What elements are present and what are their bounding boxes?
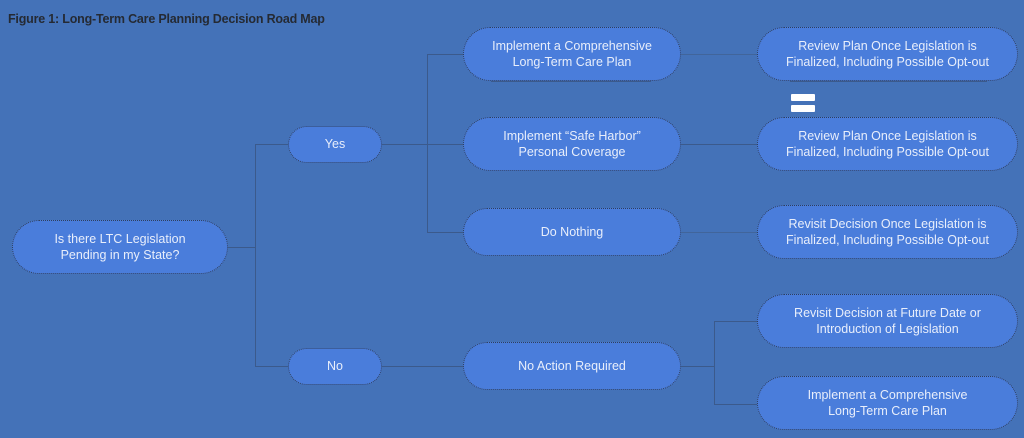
node-action-2-line1: Implement “Safe Harbor” bbox=[503, 128, 641, 143]
node-action-implement-safe-harbor[interactable]: Implement “Safe Harbor” Personal Coverag… bbox=[463, 117, 681, 171]
node-outcome-4-line1: Revisit Decision at Future Date or bbox=[794, 305, 981, 320]
node-action-do-nothing[interactable]: Do Nothing bbox=[463, 208, 681, 256]
node-action-2-line2: Personal Coverage bbox=[518, 145, 626, 159]
node-root-line1: Is there LTC Legislation bbox=[54, 231, 186, 246]
node-outcome-3-line1: Revisit Decision Once Legislation is bbox=[788, 216, 987, 231]
node-outcome-2-line1: Review Plan Once Legislation is bbox=[798, 128, 977, 143]
node-action-1-line2: Long-Term Care Plan bbox=[512, 55, 632, 69]
connector-action2-to-outcome2 bbox=[681, 144, 763, 145]
node-root-line2: Pending in my State? bbox=[60, 248, 180, 262]
connector-trunk-main bbox=[255, 144, 256, 367]
connector-yes-to-child-2 bbox=[427, 144, 463, 145]
connector-yes-to-child-1 bbox=[427, 54, 463, 55]
node-action-no-action-required[interactable]: No Action Required bbox=[463, 342, 681, 390]
node-outcome-5-line2: Long-Term Care Plan bbox=[828, 404, 947, 418]
node-outcome-review-plan-2[interactable]: Review Plan Once Legislation is Finalize… bbox=[757, 117, 1018, 171]
underline-artifact-outcome1 bbox=[790, 81, 987, 82]
node-root-question[interactable]: Is there LTC Legislation Pending in my S… bbox=[12, 220, 228, 274]
equals-bar-bottom bbox=[791, 105, 815, 112]
equals-bar-top bbox=[791, 94, 815, 101]
connector-trunk-yes bbox=[427, 54, 428, 233]
page-title: Figure 1: Long-Term Care Planning Decisi… bbox=[8, 12, 325, 26]
node-outcome-review-plan-1[interactable]: Review Plan Once Legislation is Finalize… bbox=[757, 27, 1018, 81]
connector-noaction-to-outcome5 bbox=[714, 404, 759, 405]
connector-yes-out bbox=[382, 144, 428, 145]
connector-trunk-noaction bbox=[714, 321, 715, 405]
connector-root-out bbox=[228, 247, 256, 248]
node-outcome-4-line2: Introduction of Legislation bbox=[816, 322, 959, 336]
connector-trunk-to-yes bbox=[255, 144, 288, 145]
node-action-implement-comprehensive-plan[interactable]: Implement a Comprehensive Long-Term Care… bbox=[463, 27, 681, 81]
underline-artifact-action1 bbox=[491, 81, 651, 82]
connector-action3-to-outcome3 bbox=[678, 232, 760, 233]
connector-trunk-to-no bbox=[255, 366, 288, 367]
node-branch-yes[interactable]: Yes bbox=[288, 126, 382, 163]
node-outcome-5-line1: Implement a Comprehensive bbox=[807, 387, 968, 402]
node-outcome-revisit-future-date[interactable]: Revisit Decision at Future Date or Intro… bbox=[757, 294, 1018, 348]
connector-no-out bbox=[382, 366, 464, 367]
node-branch-no[interactable]: No bbox=[288, 348, 382, 385]
connector-yes-to-child-3 bbox=[427, 232, 463, 233]
node-action-1-line1: Implement a Comprehensive bbox=[492, 38, 652, 53]
connector-action1-to-outcome1 bbox=[664, 54, 760, 55]
connector-noaction-out bbox=[680, 366, 715, 367]
node-outcome-3-line2: Finalized, Including Possible Opt-out bbox=[786, 233, 989, 247]
connector-noaction-to-outcome4 bbox=[714, 321, 759, 322]
equals-sign-icon bbox=[791, 94, 815, 113]
node-outcome-1-line2: Finalized, Including Possible Opt-out bbox=[786, 55, 989, 69]
node-branch-yes-label: Yes bbox=[324, 137, 346, 152]
node-outcome-1-line1: Review Plan Once Legislation is bbox=[798, 38, 977, 53]
node-action-4-label: No Action Required bbox=[518, 358, 626, 373]
node-outcome-implement-comprehensive-plan[interactable]: Implement a Comprehensive Long-Term Care… bbox=[757, 376, 1018, 430]
node-outcome-revisit-once-finalized[interactable]: Revisit Decision Once Legislation is Fin… bbox=[757, 205, 1018, 259]
node-outcome-2-line2: Finalized, Including Possible Opt-out bbox=[786, 145, 989, 159]
node-branch-no-label: No bbox=[327, 359, 343, 374]
node-action-3-label: Do Nothing bbox=[540, 224, 604, 239]
